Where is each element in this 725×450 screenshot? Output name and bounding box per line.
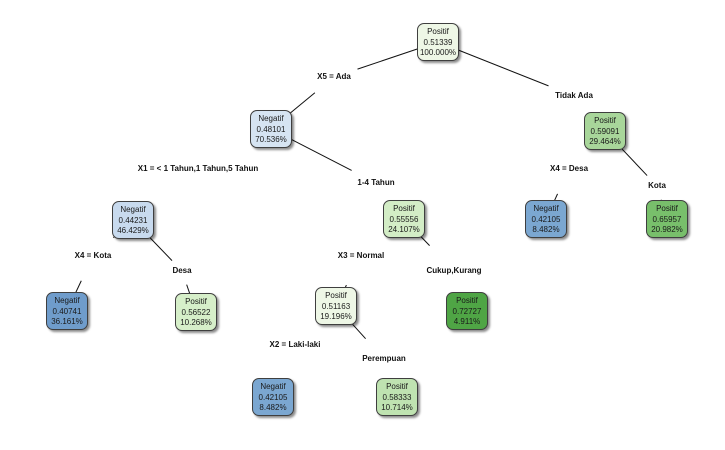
- node-percent: 29.464%: [589, 137, 621, 146]
- edge-label: X1 = < 1 Tahun,1 Tahun,5 Tahun: [137, 164, 259, 173]
- node-percent: 36.161%: [51, 317, 83, 326]
- node-class-label: Positif: [427, 27, 449, 36]
- edge-label: Desa: [172, 266, 192, 275]
- node-probability: 0.55556: [389, 214, 419, 224]
- node-class-label: Positif: [594, 116, 616, 125]
- edge-label: Cukup,Kurang: [426, 266, 482, 275]
- edge-line: [454, 48, 549, 87]
- node-probability: 0.44231: [118, 215, 148, 225]
- edge-label: X4 = Kota: [74, 251, 112, 260]
- node-class-label: Positif: [185, 297, 207, 306]
- node-class-label: Positif: [325, 291, 347, 300]
- node-probability: 0.48101: [256, 124, 286, 134]
- edge-label: Perempuan: [362, 354, 406, 363]
- node-percent: 8.482%: [532, 225, 560, 234]
- edge-label: X3 = Normal: [337, 251, 385, 260]
- node-probability: 0.51163: [321, 301, 351, 311]
- node-probability: 0.42105: [531, 214, 561, 224]
- edge-line: [357, 47, 422, 70]
- node-class-label: Negatif: [54, 296, 80, 305]
- node-percent: 20.982%: [651, 225, 683, 234]
- node-probability: 0.51339: [423, 37, 453, 47]
- node-percent: 8.482%: [259, 403, 287, 412]
- node-class-label: Negatif: [533, 204, 559, 213]
- edge-label: 1-4 Tahun: [357, 178, 395, 187]
- node-class-label: Negatif: [120, 205, 146, 214]
- node-percent: 4.911%: [453, 317, 481, 326]
- node-percent: 100.000%: [419, 48, 457, 57]
- node-class-label: Positif: [386, 382, 408, 391]
- edge-label: Kota: [648, 181, 666, 190]
- node-class-label: Negatif: [258, 114, 284, 123]
- node-percent: 24.107%: [388, 225, 420, 234]
- edge-line: [286, 136, 352, 171]
- node-class-label: Positif: [393, 204, 415, 213]
- node-percent: 10.268%: [180, 318, 212, 327]
- edge-label: Tidak Ada: [555, 91, 593, 100]
- node-probability: 0.65957: [652, 214, 682, 224]
- node-percent: 19.196%: [320, 312, 352, 321]
- node-probability: 0.40741: [52, 306, 82, 316]
- node-percent: 70.536%: [255, 135, 287, 144]
- edge-label: X2 = Laki-laki: [269, 340, 321, 349]
- edge-label: X4 = Desa: [549, 164, 589, 173]
- node-class-label: Positif: [456, 296, 478, 305]
- edge-label: X5 = Ada: [317, 72, 351, 81]
- node-probability: 0.42105: [258, 392, 288, 402]
- node-probability: 0.58333: [382, 392, 412, 402]
- node-probability: 0.72727: [452, 306, 482, 316]
- node-percent: 10.714%: [381, 403, 413, 412]
- node-probability: 0.59091: [590, 126, 620, 136]
- edge-line: [617, 143, 648, 176]
- node-probability: 0.56522: [181, 307, 211, 317]
- node-class-label: Positif: [656, 204, 678, 213]
- node-class-label: Negatif: [260, 382, 286, 391]
- node-percent: 46.429%: [117, 226, 149, 235]
